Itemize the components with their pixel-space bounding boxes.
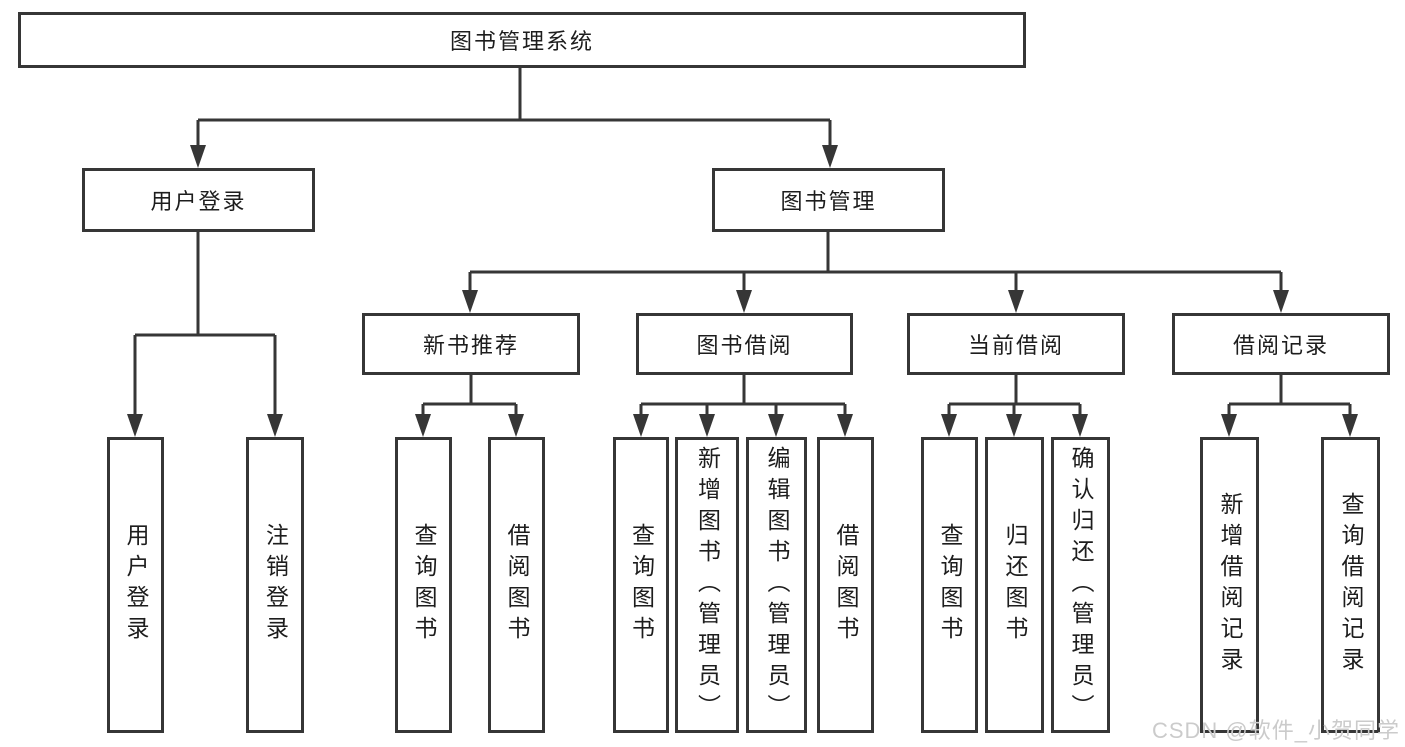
node-label-root: 图书管理系统 <box>449 29 594 54</box>
arrowhead-icon <box>1221 414 1237 437</box>
arrowhead-icon <box>127 414 143 437</box>
node-user-login-branch: 用户登录 <box>82 168 315 232</box>
node-label-leaf-logout: 注销登录 <box>262 523 289 647</box>
arrowhead-icon <box>415 414 431 437</box>
node-label-leaf-query-books-current: 查询图书 <box>937 523 963 647</box>
watermark: CSDN @软件_小贺同学 <box>1151 718 1400 743</box>
node-label-leaf-borrow-books-borrowing: 借阅图书 <box>833 523 859 647</box>
arrowhead-icon <box>1008 290 1024 313</box>
node-new-book-recommend: 新书推荐 <box>362 313 580 375</box>
node-current-borrowing: 当前借阅 <box>907 313 1125 375</box>
arrowhead-icon <box>1006 414 1022 437</box>
node-label-user-login-branch: 用户登录 <box>150 189 247 214</box>
arrowhead-icon <box>768 414 784 437</box>
node-label-borrowing-records: 借阅记录 <box>1232 333 1329 358</box>
node-leaf-confirm-return-admin: 确认归还（管理员） <box>1051 437 1110 733</box>
arrowhead-icon <box>699 414 715 437</box>
node-label-book-borrowing: 图书借阅 <box>696 333 793 358</box>
arrowhead-icon <box>462 290 478 313</box>
node-leaf-query-books-recommend: 查询图书 <box>395 437 452 733</box>
arrowhead-icon <box>1072 414 1088 437</box>
arrowhead-icon <box>190 145 206 168</box>
node-borrowing-records: 借阅记录 <box>1172 313 1390 375</box>
node-leaf-query-books-current: 查询图书 <box>921 437 978 733</box>
arrowhead-icon <box>941 414 957 437</box>
node-label-leaf-user-login: 用户登录 <box>123 523 149 647</box>
node-label-leaf-query-borrow-record: 查询借阅记录 <box>1338 492 1364 678</box>
arrowhead-icon <box>633 414 649 437</box>
arrowhead-icon <box>267 414 283 437</box>
arrowhead-icon <box>508 414 524 437</box>
node-label-leaf-return-books: 归还图书 <box>1002 523 1028 647</box>
arrowhead-icon <box>1342 414 1358 437</box>
node-leaf-borrow-books-recommend: 借阅图书 <box>488 437 545 733</box>
node-label-leaf-add-borrow-record: 新增借阅记录 <box>1217 492 1243 678</box>
node-leaf-query-books-borrowing: 查询图书 <box>613 437 669 733</box>
node-leaf-add-borrow-record: 新增借阅记录 <box>1200 437 1259 733</box>
node-label-leaf-edit-books-admin: 编辑图书（管理员） <box>764 445 790 725</box>
node-leaf-borrow-books-borrowing: 借阅图书 <box>817 437 874 733</box>
node-leaf-add-books-admin: 新增图书（管理员） <box>675 437 739 733</box>
node-label-leaf-confirm-return-admin: 确认归还（管理员） <box>1068 445 1094 725</box>
node-label-book-management-branch: 图书管理 <box>780 189 877 214</box>
node-leaf-edit-books-admin: 编辑图书（管理员） <box>746 437 807 733</box>
arrowhead-icon <box>822 145 838 168</box>
node-book-borrowing: 图书借阅 <box>636 313 853 375</box>
node-leaf-user-login: 用户登录 <box>107 437 164 733</box>
arrowhead-icon <box>837 414 853 437</box>
node-label-new-book-recommend: 新书推荐 <box>422 333 519 358</box>
node-label-leaf-borrow-books-recommend: 借阅图书 <box>504 523 530 647</box>
node-label-current-borrowing: 当前借阅 <box>967 333 1064 358</box>
node-label-leaf-query-books-borrowing: 查询图书 <box>628 523 655 647</box>
arrowhead-icon <box>1273 290 1289 313</box>
node-leaf-logout: 注销登录 <box>246 437 304 733</box>
node-leaf-query-borrow-record: 查询借阅记录 <box>1321 437 1380 733</box>
node-label-leaf-add-books-admin: 新增图书（管理员） <box>694 445 721 725</box>
node-label-leaf-query-books-recommend: 查询图书 <box>411 523 437 647</box>
node-root: 图书管理系统 <box>18 12 1026 68</box>
arrowhead-icon <box>736 290 752 313</box>
node-book-management-branch: 图书管理 <box>712 168 945 232</box>
node-leaf-return-books: 归还图书 <box>985 437 1044 733</box>
